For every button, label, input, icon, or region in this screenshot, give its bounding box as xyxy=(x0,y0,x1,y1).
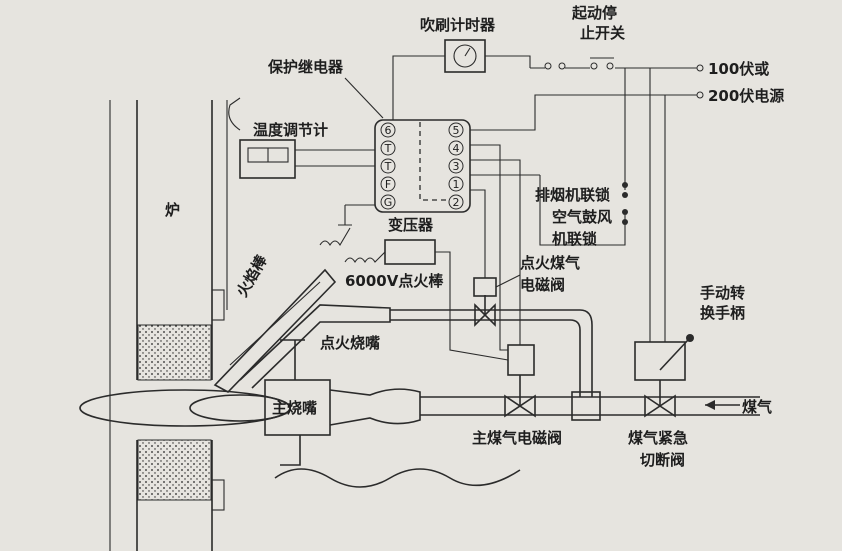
relay-terminal xyxy=(448,158,464,174)
relay-terminal xyxy=(380,176,396,192)
relay-terminal xyxy=(380,194,396,210)
main-gas-solenoid-valve: 主煤气电磁阀 xyxy=(472,344,562,447)
manual-handle[interactable] xyxy=(659,339,689,371)
relay-terminal xyxy=(380,158,396,174)
wiring xyxy=(338,55,704,361)
refractory-block-upper xyxy=(137,324,212,381)
gas-piping: 煤气 xyxy=(390,309,772,416)
pilot-valve-label-1: 点火煤气 xyxy=(520,254,580,272)
gas-label: 煤气 xyxy=(742,398,772,416)
gas-wave xyxy=(274,468,521,488)
emergency-valve-label-1: 煤气紧急 xyxy=(628,429,688,447)
exhaust-fan-interlock xyxy=(622,182,628,188)
interlock-label-3: 机联锁 xyxy=(552,230,597,248)
emergency-cutoff-valve: 煤气紧急 切断阀 xyxy=(628,334,694,469)
relay-terminal xyxy=(448,140,464,156)
relay-terminal xyxy=(448,122,464,138)
interlock-label-2: 空气鼓风 xyxy=(552,208,612,226)
pilot-burner-label: 点火烧嘴 xyxy=(320,334,380,352)
start-switch-contact[interactable] xyxy=(544,62,552,70)
pilot-gas-solenoid-valve: 点火煤气 电磁阀 xyxy=(473,254,580,327)
air-blower-interlock xyxy=(622,209,628,215)
relay-terminal-label: 5 xyxy=(453,124,460,137)
relay-terminal-label: 3 xyxy=(453,160,460,173)
relay-terminal xyxy=(448,194,464,210)
relay-terminal-label: T xyxy=(384,160,392,173)
relay-terminal xyxy=(380,140,396,156)
relay-terminal-label: 1 xyxy=(453,178,460,191)
main-valve-label: 主煤气电磁阀 xyxy=(472,429,562,447)
relay-terminal xyxy=(380,122,396,138)
relay-terminal-label: 2 xyxy=(453,196,460,209)
temperature-controller: 温度调节计 xyxy=(228,97,375,179)
flame-rod: 火焰棒 xyxy=(213,251,337,393)
start-stop-switch-label-2: 止开关 xyxy=(580,24,625,42)
relay-terminal-label: 6 xyxy=(385,124,392,137)
purge-timer: 吹刷计时器 xyxy=(420,16,496,73)
transformer-label: 变压器 xyxy=(388,216,434,234)
ignition-rod: 6000V点火棒 xyxy=(344,239,444,290)
relay-terminal xyxy=(448,176,464,192)
stop-switch-contact[interactable] xyxy=(590,62,598,70)
main-burner-label: 主烧嘴 xyxy=(272,399,317,417)
start-stop-switch-label-1: 起动停 xyxy=(571,4,617,22)
manual-handle-label-1: 手动转 xyxy=(700,284,745,302)
emergency-valve-label-2: 切断阀 xyxy=(640,451,685,469)
power-label-1: 100伏或 xyxy=(708,60,769,78)
power-label-2: 200伏电源 xyxy=(708,87,784,105)
purge-timer-label: 吹刷计时器 xyxy=(420,16,496,34)
relay-terminal-label: T xyxy=(384,142,392,155)
pilot-flame xyxy=(189,394,291,422)
furnace: 炉 xyxy=(109,100,228,551)
pipe-fitting xyxy=(571,391,601,421)
main-burner: 主烧嘴 xyxy=(264,339,421,466)
relay-terminal-label: G xyxy=(384,196,393,209)
protection-relay-label: 保护继电器 xyxy=(267,58,344,76)
furnace-label: 炉 xyxy=(165,201,180,219)
pilot-valve-label-2: 电磁阀 xyxy=(520,276,565,294)
manual-handle-label-2: 换手柄 xyxy=(700,304,745,322)
temp-controller-label: 温度调节计 xyxy=(253,121,328,139)
relay-terminal-label: F xyxy=(385,178,391,191)
flame-rod-label: 火焰棒 xyxy=(233,251,272,300)
flame-rod-coil xyxy=(319,227,351,247)
ignition-rod-label: 6000V点火棒 xyxy=(345,272,444,290)
relay-terminal-label: 4 xyxy=(453,142,460,155)
interlock-label-1: 排烟机联锁 xyxy=(535,186,610,204)
pilot-burner: 点火烧嘴 xyxy=(239,304,391,389)
refractory-block-lower xyxy=(137,439,212,501)
